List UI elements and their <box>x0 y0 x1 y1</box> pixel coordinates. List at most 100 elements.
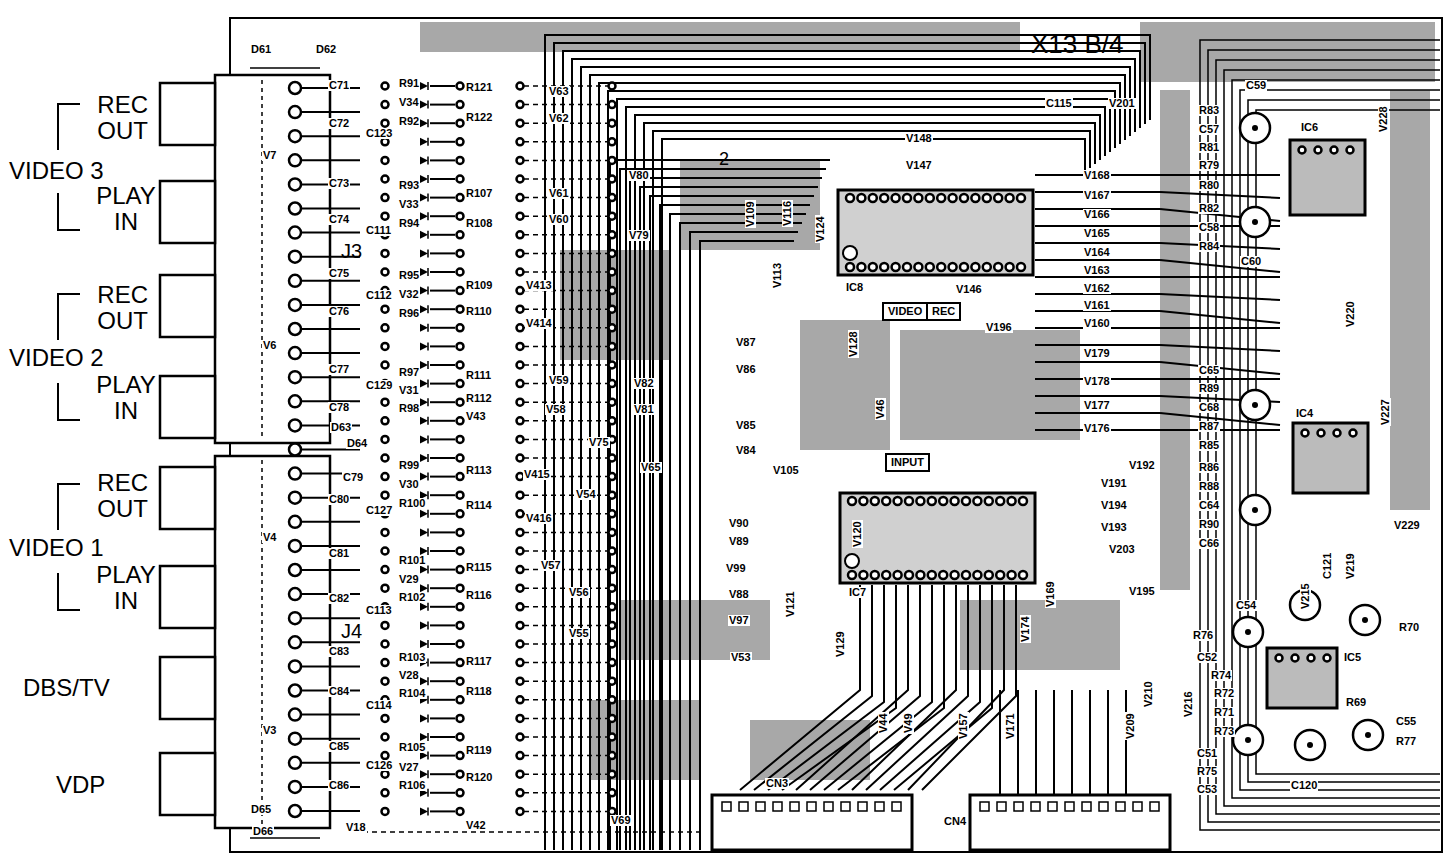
connector-pad <box>289 323 301 335</box>
diode-symbol <box>420 621 428 629</box>
ic-pin <box>926 263 934 271</box>
jumper-wire <box>524 755 610 757</box>
component-ref: V32 <box>398 289 420 300</box>
diode-symbol <box>427 212 429 220</box>
solder-pad <box>609 101 616 108</box>
trace <box>430 215 455 217</box>
ic-pin <box>994 194 1002 202</box>
diode-symbol <box>420 287 428 295</box>
copper-pour <box>620 600 770 660</box>
trace <box>1125 690 1127 795</box>
component-ref: V416 <box>525 513 553 524</box>
electrolytic-capacitor <box>1295 730 1325 760</box>
trace <box>430 271 455 273</box>
solder-pad <box>517 306 524 313</box>
component-ref: D65 <box>250 804 272 815</box>
solder-pad <box>382 641 389 648</box>
solder-pad <box>517 548 524 555</box>
box-text: REC <box>932 305 955 317</box>
ic-pin <box>871 497 879 505</box>
solder-pad <box>382 492 389 499</box>
component-ref: R107 <box>465 188 493 199</box>
solder-pad <box>457 417 464 424</box>
trace <box>1035 259 1160 261</box>
component-ref: C112 <box>365 290 393 301</box>
diode-symbol <box>420 156 428 164</box>
component-ref: V86 <box>735 364 757 375</box>
component-ref: V4 <box>262 532 277 543</box>
component-ref: C84 <box>328 686 350 697</box>
ic-pin <box>1318 430 1325 437</box>
component-ref: V28 <box>398 670 420 681</box>
capacitor-lead <box>1252 125 1258 131</box>
jumper-wire <box>524 364 610 366</box>
trace <box>301 135 360 137</box>
trace <box>660 205 810 850</box>
diode-symbol <box>420 417 428 425</box>
solder-pad <box>517 659 524 666</box>
component-ref: C65 <box>1198 365 1220 376</box>
diode-symbol <box>420 361 428 369</box>
trace <box>754 585 872 790</box>
ic-pin <box>962 497 970 505</box>
component-ref: V75 <box>588 437 610 448</box>
diode-symbol <box>420 249 428 257</box>
solder-pad <box>517 696 524 703</box>
ic-pin <box>857 194 865 202</box>
solder-pad <box>517 529 524 536</box>
component-ref: V65 <box>640 462 662 473</box>
solder-pad <box>609 752 616 759</box>
diode-symbol <box>427 138 429 146</box>
ic-pin <box>859 571 867 579</box>
jack-body <box>160 753 215 815</box>
solder-pad <box>517 641 524 648</box>
trace <box>430 699 455 701</box>
component-ref: V129 <box>835 630 846 658</box>
component-ref: C53 <box>1196 784 1218 795</box>
component-ref: V176 <box>1083 423 1111 434</box>
connector-pin <box>739 802 748 811</box>
solder-pad <box>382 269 389 276</box>
diode-symbol <box>427 621 429 629</box>
component-ref: C52 <box>1196 652 1218 663</box>
component-ref: R77 <box>1395 736 1417 747</box>
connector-pin <box>722 802 731 811</box>
trace <box>1035 344 1160 346</box>
component-ref: V97 <box>728 615 750 626</box>
ic-pin <box>960 263 968 271</box>
ic-pin <box>869 263 877 271</box>
trace <box>430 624 455 626</box>
trace <box>430 438 455 440</box>
diode-symbol <box>420 640 428 648</box>
diode-symbol <box>427 361 429 369</box>
copper-pour <box>960 600 1120 670</box>
ic-pin <box>939 571 947 579</box>
connector-pad <box>289 733 301 745</box>
bracket <box>58 193 80 230</box>
solder-pad <box>517 120 524 127</box>
solder-pad <box>609 455 616 462</box>
component-ref: R115 <box>465 562 493 573</box>
trace <box>796 585 908 790</box>
solder-pad <box>609 362 616 369</box>
solder-pad <box>382 473 389 480</box>
component-ref: C82 <box>328 593 350 604</box>
solder-pad <box>457 436 464 443</box>
component-ref: V6 <box>262 340 277 351</box>
solder-pad <box>517 622 524 629</box>
copper-pour <box>900 330 1080 440</box>
solder-pad <box>382 771 389 778</box>
connector-pad <box>289 588 301 600</box>
component-ref: V177 <box>1083 400 1111 411</box>
solder-pad <box>609 399 616 406</box>
solder-pad <box>609 324 616 331</box>
diode-symbol <box>420 454 428 462</box>
diode-symbol <box>427 770 429 778</box>
panel-label: REC OUT <box>85 92 149 145</box>
component-ref: D61 <box>250 44 272 55</box>
component-ref: R75 <box>1196 766 1218 777</box>
ic-pin <box>857 263 865 271</box>
trace <box>1256 110 1440 774</box>
solder-pad <box>609 641 616 648</box>
trace <box>545 35 1150 850</box>
